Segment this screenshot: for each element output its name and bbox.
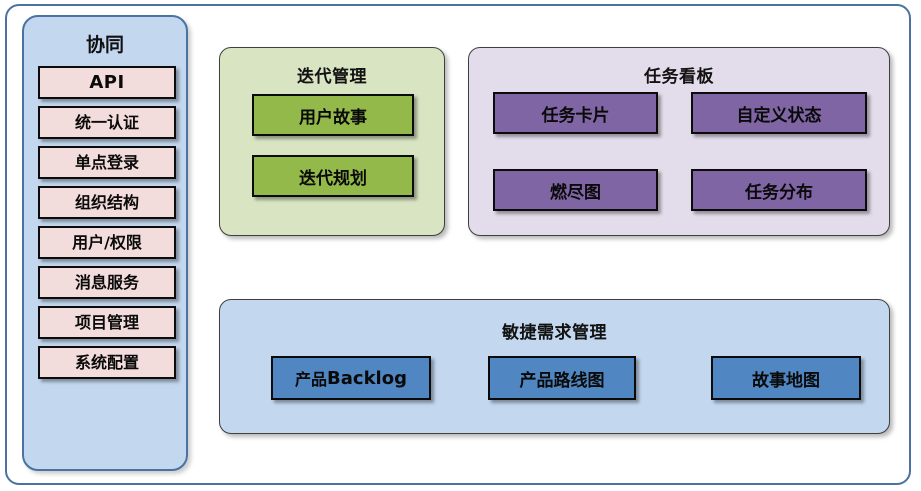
panel-task-board[interactable]: 任务看板 任务卡片 自定义状态 燃尽图 任务分布 <box>468 47 890 236</box>
card-label: 用户故事 <box>299 107 367 128</box>
sidebar-panel-collaboration[interactable]: 协同 API 统一认证 单点登录 组织结构 用户/权限 消息服务 项目管理 <box>22 15 188 471</box>
card-task-distribution[interactable]: 任务分布 <box>691 169 867 211</box>
sidebar-item-system-config[interactable]: 系统配置 <box>38 346 176 379</box>
card-user-story[interactable]: 用户故事 <box>252 94 414 136</box>
sidebar-item-label: 系统配置 <box>74 352 139 372</box>
sidebar-item-user-permission[interactable]: 用户/权限 <box>38 226 176 259</box>
card-label: 燃尽图 <box>550 182 601 203</box>
card-label: 产品路线图 <box>519 370 605 391</box>
card-iteration-planning[interactable]: 迭代规划 <box>252 155 414 197</box>
card-label: 自定义状态 <box>736 105 822 126</box>
sidebar-item-label: 组织结构 <box>74 192 139 212</box>
card-label-latin: Backlog <box>327 367 407 389</box>
panel-title-iteration-management: 迭代管理 <box>297 67 367 87</box>
panel-title-agile-requirement-management: 敏捷需求管理 <box>502 323 607 343</box>
card-label: 任务卡片 <box>541 105 610 126</box>
sidebar-item-label: 单点登录 <box>74 152 139 172</box>
sidebar-item-single-sign-on[interactable]: 单点登录 <box>38 146 176 179</box>
sidebar-item-api[interactable]: API <box>38 66 176 99</box>
card-burndown-chart[interactable]: 燃尽图 <box>493 169 658 211</box>
card-label-cn: 产品 <box>295 370 328 389</box>
sidebar-item-label: 项目管理 <box>74 312 139 332</box>
card-custom-status[interactable]: 自定义状态 <box>691 92 867 134</box>
sidebar-item-label: API <box>89 71 125 93</box>
card-label: 故事地图 <box>752 370 820 391</box>
sidebar-item-label: 统一认证 <box>74 112 139 132</box>
sidebar-item-list: API 统一认证 单点登录 组织结构 用户/权限 消息服务 项目管理 系统配置 <box>38 66 176 386</box>
sidebar-item-label: 用户/权限 <box>72 232 142 252</box>
card-product-roadmap[interactable]: 产品路线图 <box>488 356 636 400</box>
card-story-map[interactable]: 故事地图 <box>711 356 861 400</box>
card-label: 任务分布 <box>745 182 813 203</box>
card-label: 迭代规划 <box>299 168 367 189</box>
sidebar-item-message-service[interactable]: 消息服务 <box>38 266 176 299</box>
sidebar-item-unified-auth[interactable]: 统一认证 <box>38 106 176 139</box>
panel-iteration-management[interactable]: 迭代管理 用户故事 迭代规划 <box>219 47 445 236</box>
sidebar-item-label: 消息服务 <box>74 272 139 292</box>
card-task-card[interactable]: 任务卡片 <box>493 92 658 134</box>
sidebar-title: 协同 <box>85 34 124 56</box>
panel-title-task-board: 任务看板 <box>644 67 714 87</box>
sidebar-item-org-structure[interactable]: 组织结构 <box>38 186 176 219</box>
sidebar-item-project-management[interactable]: 项目管理 <box>38 306 176 339</box>
